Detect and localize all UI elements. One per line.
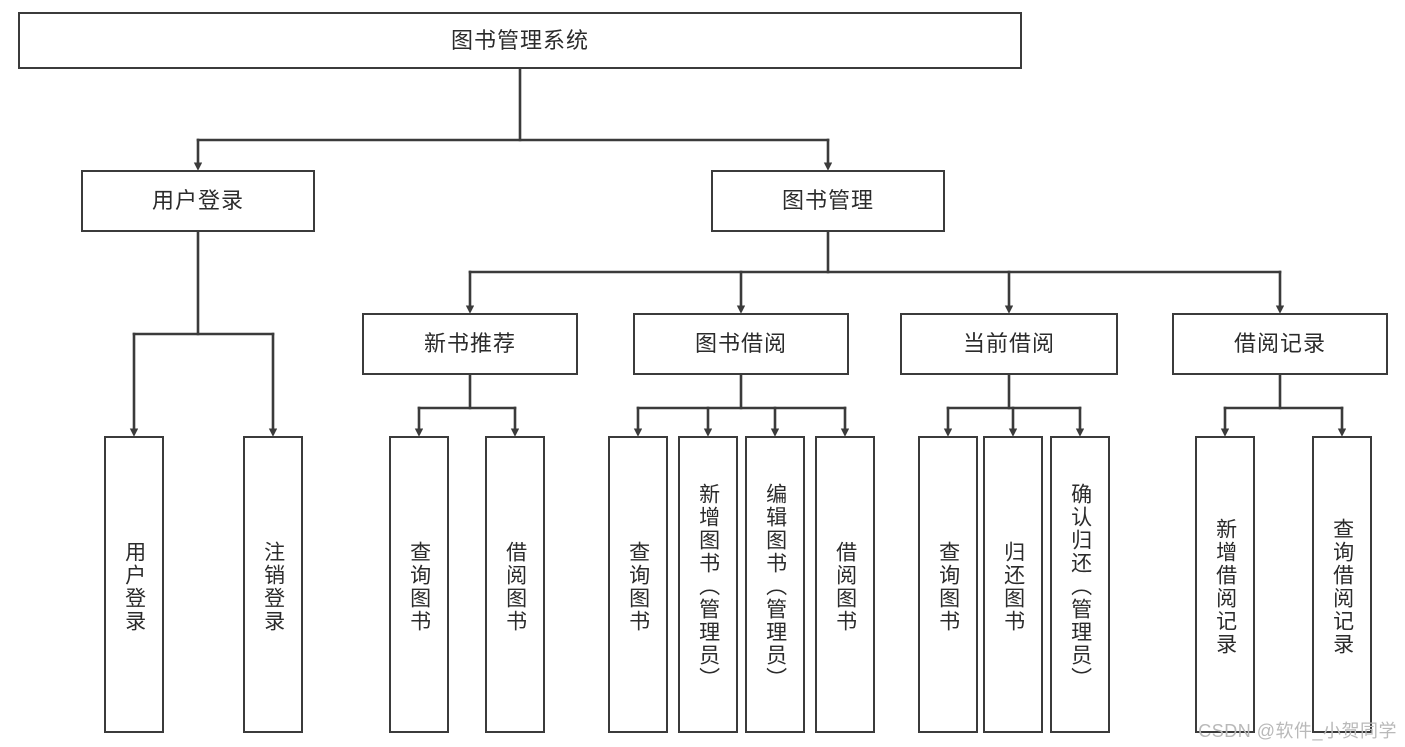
leaf-borrow-book-recommend[interactable]: 借阅图书 (485, 436, 545, 733)
leaf-borrow-book-recommend-label: 借阅图书 (503, 540, 527, 633)
leaf-return-book-label: 归还图书 (1001, 540, 1025, 633)
node-current-borrow-label: 当前借阅 (962, 331, 1055, 357)
node-borrow-record-label: 借阅记录 (1233, 331, 1326, 357)
node-book-borrow[interactable]: 图书借阅 (633, 313, 849, 375)
node-user-login[interactable]: 用户登录 (81, 170, 315, 232)
leaf-query-borrow-record[interactable]: 查询借阅记录 (1312, 436, 1372, 733)
leaf-borrow-book-label: 借阅图书 (833, 540, 857, 633)
node-new-book-recommend-label: 新书推荐 (423, 331, 516, 357)
leaf-add-book-admin-label: 新增图书（管理员） (696, 483, 720, 690)
node-user-login-label: 用户登录 (151, 188, 244, 214)
leaf-add-borrow-record-label: 新增借阅记录 (1213, 517, 1237, 656)
leaf-query-book-recommend-label: 查询图书 (407, 540, 431, 633)
leaf-edit-book-admin-label: 编辑图书（管理员） (763, 483, 787, 690)
leaf-query-book-current[interactable]: 查询图书 (918, 436, 978, 733)
node-book-management[interactable]: 图书管理 (711, 170, 945, 232)
leaf-confirm-return-admin-label: 确认归还（管理员） (1068, 483, 1092, 690)
leaf-confirm-return-admin[interactable]: 确认归还（管理员） (1050, 436, 1110, 733)
leaf-logout-label: 注销登录 (261, 540, 285, 633)
node-current-borrow[interactable]: 当前借阅 (900, 313, 1118, 375)
leaf-borrow-book[interactable]: 借阅图书 (815, 436, 875, 733)
leaf-query-book-current-label: 查询图书 (936, 540, 960, 633)
leaf-query-book-recommend[interactable]: 查询图书 (389, 436, 449, 733)
node-root-label: 图书管理系统 (450, 27, 589, 53)
csdn-watermark: CSDN @软件_小贺同学 (1198, 721, 1397, 741)
leaf-query-book[interactable]: 查询图书 (608, 436, 668, 733)
leaf-user-login-label: 用户登录 (122, 540, 146, 633)
leaf-logout[interactable]: 注销登录 (243, 436, 303, 733)
leaf-query-borrow-record-label: 查询借阅记录 (1330, 517, 1354, 656)
leaf-add-book-admin[interactable]: 新增图书（管理员） (678, 436, 738, 733)
leaf-query-book-label: 查询图书 (626, 540, 650, 633)
leaf-edit-book-admin[interactable]: 编辑图书（管理员） (745, 436, 805, 733)
leaf-add-borrow-record[interactable]: 新增借阅记录 (1195, 436, 1255, 733)
node-new-book-recommend[interactable]: 新书推荐 (362, 313, 578, 375)
node-book-management-label: 图书管理 (781, 188, 874, 214)
node-borrow-record[interactable]: 借阅记录 (1172, 313, 1388, 375)
leaf-user-login[interactable]: 用户登录 (104, 436, 164, 733)
leaf-return-book[interactable]: 归还图书 (983, 436, 1043, 733)
node-book-borrow-label: 图书借阅 (694, 331, 787, 357)
node-root[interactable]: 图书管理系统 (18, 12, 1022, 69)
